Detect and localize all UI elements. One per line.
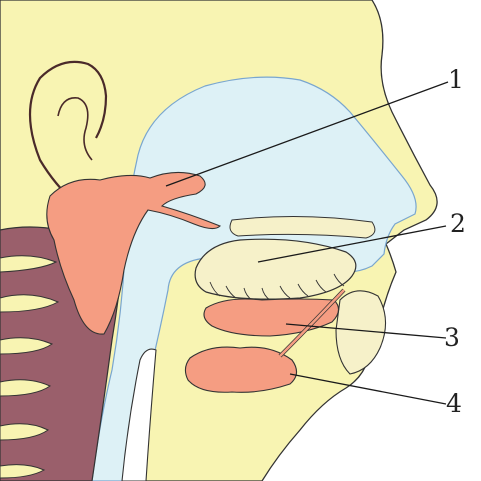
callout-label-4: 4 xyxy=(446,389,462,418)
vertebrae xyxy=(0,255,60,479)
ear-inner xyxy=(57,97,93,161)
submandibular-gland xyxy=(184,346,298,393)
hard-palate xyxy=(229,215,376,239)
parotid-gland xyxy=(46,171,221,335)
leader-line-2 xyxy=(257,225,447,263)
tongue xyxy=(194,238,357,300)
callout-label-1: 1 xyxy=(448,65,464,94)
callout-label-2: 2 xyxy=(450,209,466,238)
ear xyxy=(28,60,119,230)
mandible xyxy=(335,290,387,375)
leader-line-1 xyxy=(165,81,449,187)
sublingual-gland xyxy=(203,298,340,337)
callout-label-3: 3 xyxy=(444,323,460,352)
leader-line-4 xyxy=(289,373,447,405)
leader-line-3 xyxy=(285,323,447,339)
trachea xyxy=(121,348,157,481)
